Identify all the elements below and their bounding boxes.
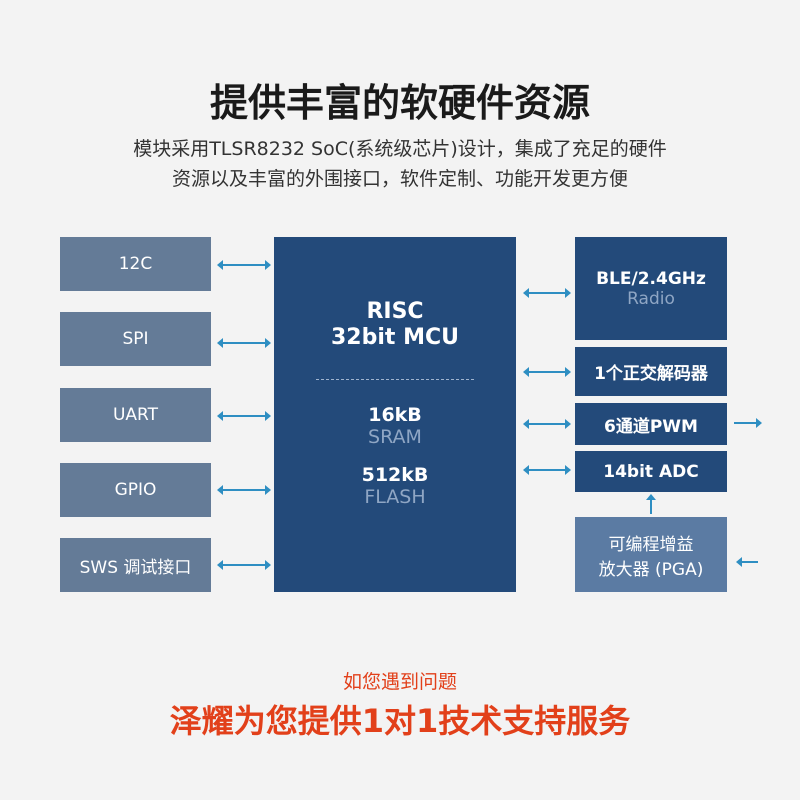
pga-line-2: 放大器 (PGA) — [598, 559, 704, 580]
radio-label: Radio — [627, 288, 675, 309]
pga-line-1: 可编程增益 — [608, 534, 694, 555]
arrow-pga-to-adc — [646, 494, 656, 514]
arrow-uart — [217, 411, 271, 421]
subtitle-line-2: 资源以及丰富的外围接口，软件定制、功能开发更方便 — [171, 168, 628, 190]
page-title: 提供丰富的软硬件资源 — [209, 81, 590, 125]
interface-i2c: 12C — [60, 237, 211, 291]
interface-spi: SPI — [60, 312, 211, 366]
interface-uart: UART — [60, 388, 211, 442]
divider — [316, 379, 474, 380]
flash-size: 512kB — [361, 464, 429, 486]
interface-sws: SWS 调试接口 — [60, 538, 211, 592]
arrow-spi — [217, 338, 271, 348]
footer-question: 如您遇到问题 — [342, 671, 457, 693]
arrow-ble — [523, 288, 571, 298]
arrow-i2c — [217, 260, 271, 270]
ble-radio-block: BLE/2.4GHz Radio — [575, 237, 727, 340]
sram-label: SRAM — [368, 426, 422, 448]
flash-label: FLASH — [364, 486, 426, 508]
mcu-block: RISC 32bit MCU 16kB SRAM 512kB FLASH — [274, 237, 516, 592]
ble-label: BLE/2.4GHz — [596, 268, 706, 289]
arrow-pga-in — [736, 557, 758, 567]
mcu-type: RISC — [366, 299, 424, 324]
arrow-decoder — [523, 367, 571, 377]
pga-block: 可编程增益 放大器 (PGA) — [575, 517, 727, 592]
adc-block: 14bit ADC — [575, 451, 727, 492]
subtitle-line-1: 模块采用TLSR8232 SoC(系统级芯片)设计，集成了充足的硬件 — [133, 138, 667, 160]
pwm-block: 6通道PWM — [575, 403, 727, 445]
quadrature-decoder-block: 1个正交解码器 — [575, 347, 727, 396]
arrow-pwm-out — [734, 418, 762, 428]
arrow-sws — [217, 560, 271, 570]
sram-size: 16kB — [368, 404, 422, 426]
arrow-pwm — [523, 419, 571, 429]
footer-service: 泽耀为您提供1对1技术支持服务 — [169, 702, 631, 740]
arrow-adc — [523, 465, 571, 475]
arrow-gpio — [217, 485, 271, 495]
interface-gpio: GPIO — [60, 463, 211, 517]
mcu-bits: 32bit MCU — [331, 325, 459, 350]
